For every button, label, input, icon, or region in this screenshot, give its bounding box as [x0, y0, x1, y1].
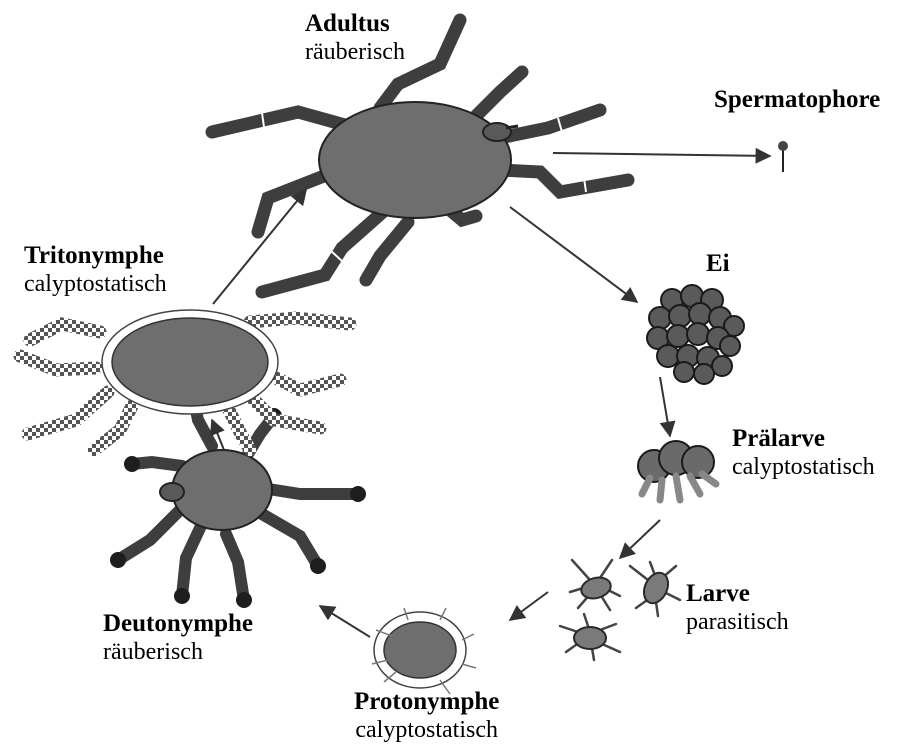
- praelarve-subtitle: calyptostatisch: [732, 454, 875, 482]
- adultus-mite-illustration: [212, 20, 628, 292]
- deutonymphe-subtitle: räuberisch: [103, 639, 253, 667]
- spermatophore-illustration: [778, 141, 788, 172]
- label-ei: Ei: [706, 250, 730, 279]
- arrow-ei-to-praelarve: [660, 377, 670, 436]
- label-praelarve: Prälarve calyptostatisch: [732, 425, 875, 481]
- label-larve: Larve parasitisch: [686, 580, 789, 636]
- praelarve-title: Prälarve: [732, 425, 875, 454]
- label-deutonymphe: Deutonymphe räuberisch: [103, 610, 253, 666]
- protonymphe-subtitle: calyptostatisch: [354, 717, 499, 745]
- larve-title: Larve: [686, 580, 789, 609]
- egg-cluster-illustration: [647, 285, 744, 384]
- label-adultus: Adultus räuberisch: [305, 10, 405, 66]
- larvae-illustration: [560, 560, 680, 660]
- label-tritonymphe: Tritonymphe calyptostatisch: [24, 242, 167, 298]
- deutonymphe-title: Deutonymphe: [103, 610, 253, 639]
- arrow-praelarve-to-larve: [620, 520, 660, 558]
- arrow-protonymphe-to-deutonymphe: [320, 606, 370, 637]
- arrow-adultus-to-ei: [510, 207, 637, 302]
- ei-title: Ei: [706, 250, 730, 279]
- protonymphe-title: Protonymphe: [354, 688, 499, 717]
- label-spermatophore: Spermatophore: [714, 86, 880, 115]
- protonymphe-illustration: [372, 608, 476, 694]
- arrow-larve-to-protonymphe: [510, 592, 548, 620]
- label-protonymphe: Protonymphe calyptostatisch: [354, 688, 499, 744]
- adultus-title: Adultus: [305, 10, 405, 39]
- larve-subtitle: parasitisch: [686, 609, 789, 637]
- spermatophore-title: Spermatophore: [714, 86, 880, 115]
- tritonymphe-title: Tritonymphe: [24, 242, 167, 271]
- tritonymphe-subtitle: calyptostatisch: [24, 271, 167, 299]
- tritonymphe-illustration: [20, 310, 350, 450]
- adultus-subtitle: räuberisch: [305, 39, 405, 67]
- arrow-adultus-to-spermatophore: [553, 153, 770, 156]
- adultus-gnathosoma: [483, 123, 511, 141]
- praelarve-illustration: [638, 441, 716, 500]
- adultus-body: [319, 102, 511, 218]
